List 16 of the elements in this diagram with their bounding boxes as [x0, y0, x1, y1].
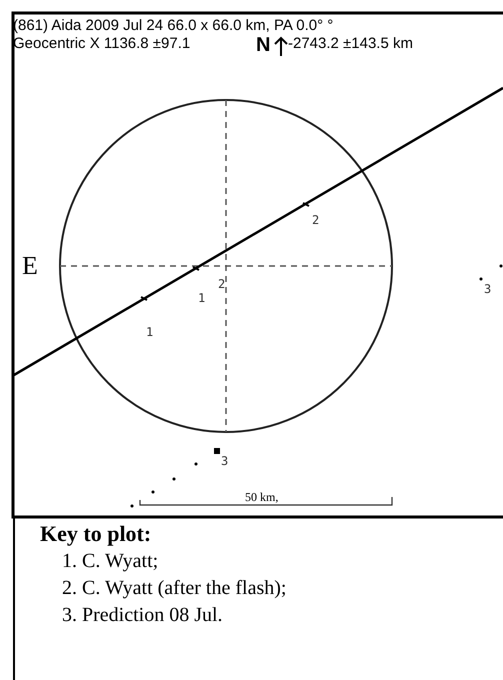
- north-label: N: [256, 35, 270, 55]
- chord-point-number: 2: [218, 278, 226, 290]
- prediction-number: 3: [221, 455, 228, 467]
- chord-point-number: 1: [146, 326, 154, 338]
- key-item: 2. C. Wyatt (after the flash);: [62, 578, 286, 598]
- scale-label: 50 km,: [245, 491, 278, 503]
- header-text: -2743.2 ±143.5 km: [288, 36, 413, 51]
- header-text: Geocentric X 1136.8 ±97.1: [13, 36, 190, 51]
- east-label: E: [22, 253, 38, 279]
- key-heading: Key to plot:: [40, 523, 152, 545]
- chord-point-number: 2: [312, 214, 320, 226]
- key-item: 3. Prediction 08 Jul.: [62, 605, 223, 625]
- header-text: (861) Aida 2009 Jul 24 66.0 x 66.0 km, PA 0.0° °: [13, 18, 334, 33]
- chord-point-number: 1: [198, 292, 206, 304]
- prediction-number: 3: [484, 283, 492, 295]
- key-item: 1. C. Wyatt;: [62, 551, 158, 571]
